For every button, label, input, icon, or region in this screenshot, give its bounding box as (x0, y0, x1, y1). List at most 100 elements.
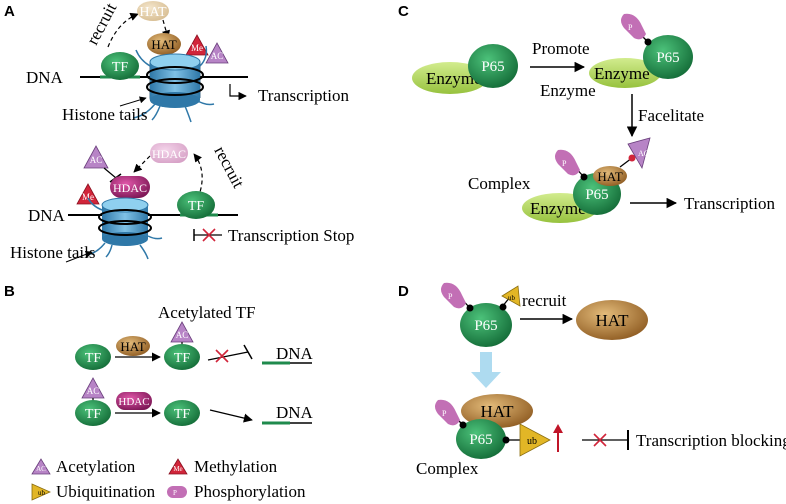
acetyl-triangle (205, 42, 229, 64)
hat-faded-label: HAT (139, 5, 167, 20)
b-cross (215, 349, 229, 363)
block-cross (593, 433, 607, 447)
panel-label-b: B (4, 283, 15, 300)
hat-c-label: HAT (597, 169, 622, 184)
recruit-d-label: recruit (522, 291, 567, 310)
transcription-label: Transcription (258, 86, 349, 105)
legend-ub-icon (31, 483, 51, 501)
methyl-triangle-2 (76, 183, 100, 205)
enzyme-c1-label: Enzyme (426, 69, 482, 88)
p65-d2-label: P65 (469, 432, 492, 448)
histone-pointer (119, 96, 147, 107)
svg-text:P: P (173, 489, 177, 497)
hat-faded-shape (137, 1, 169, 21)
acetyl-c3 (627, 137, 651, 170)
panel-label-a: A (4, 3, 15, 20)
recruit-label-2: recruit (210, 143, 248, 191)
p65-d2 (456, 419, 506, 459)
recruit-arrow-2 (193, 153, 203, 199)
p65-c1-label: P65 (481, 59, 504, 75)
tf-b2 (164, 344, 200, 370)
enzyme-c2-label: Enzyme (594, 64, 650, 83)
hdac-faded-shape (150, 143, 188, 163)
histone-tails-label: Histone tails (62, 105, 147, 124)
hat-b-label: HAT (120, 339, 145, 354)
enzyme-c3-label: Enzyme (530, 199, 586, 218)
recruit-label: recruit (83, 0, 121, 48)
panel-a-activation: DNA recruit HAT TF HAT Me AC Hi (26, 0, 349, 124)
panel-label-d: D (398, 283, 409, 300)
acetyl-b1-label: AC (176, 330, 189, 340)
recruit-arrow (107, 12, 139, 48)
ub-d2 (519, 423, 551, 457)
legend-acetyl-icon (31, 458, 51, 475)
facelitate-label: Facelitate (638, 106, 704, 125)
p65-c3-label: P65 (585, 187, 608, 203)
b-dna-2-label: DNA (276, 403, 314, 422)
hat-d1-label: HAT (595, 311, 629, 330)
transcription-stop-label: Transcription Stop (228, 226, 354, 245)
dna-label: DNA (26, 68, 64, 87)
b-inhibit-line (207, 351, 249, 361)
legend: AC Acetylation Me Methylation ub Ubiquit… (31, 457, 306, 501)
hat-c (593, 166, 627, 186)
legend-methylation: Methylation (194, 457, 278, 476)
legend-phospho-icon (167, 486, 187, 498)
svg-text:ub: ub (527, 436, 537, 447)
tf-b1 (75, 344, 111, 370)
svg-text:P: P (628, 23, 633, 32)
legend-acetylation: Acetylation (56, 457, 136, 476)
dna-label-2: DNA (28, 206, 66, 225)
enzyme-c2 (589, 58, 661, 88)
transcription-blocking-label: Transcription blocking (636, 431, 786, 450)
ub-d1 (501, 285, 521, 307)
svg-text:AC: AC (36, 465, 46, 473)
methyl-label: Me (191, 43, 203, 53)
svg-text:P: P (442, 409, 447, 418)
hdac-b (116, 392, 152, 410)
acetyl-b2-label: AC (87, 386, 100, 396)
hat-d1 (576, 300, 648, 340)
tf-b2-label: TF (174, 351, 191, 366)
svg-text:ub: ub (508, 294, 516, 302)
svg-text:ub: ub (38, 489, 46, 497)
methyl-triangle (185, 34, 209, 56)
tf-b3 (75, 400, 111, 426)
hdac-b-label: HDAC (118, 396, 149, 408)
hdac-label: HDAC (113, 181, 147, 195)
b-arrow-3 (209, 409, 253, 423)
acetyl-label: AC (211, 51, 224, 61)
legend-methyl-icon (168, 458, 188, 475)
histone-tails-label-2: Histone tails (10, 243, 95, 262)
tf-shape-2 (177, 191, 215, 219)
tf-label: TF (112, 60, 129, 75)
p65-c1 (468, 44, 518, 88)
hat-d2-label: HAT (480, 402, 514, 421)
svg-text:AC: AC (638, 149, 649, 158)
transcription-c-label: Transcription (684, 194, 775, 213)
tf-b4-label: TF (174, 407, 191, 422)
tf-shape (101, 52, 139, 80)
nucleosome (132, 45, 215, 123)
methyl-label-2: Me (82, 192, 94, 202)
b-inhibit-bar (243, 344, 253, 360)
tf-label-2: TF (188, 199, 205, 214)
stop-cross (202, 228, 216, 242)
nucleosome-2 (86, 197, 163, 260)
p65-c2 (643, 35, 693, 79)
b-dna-1-label: DNA (276, 344, 314, 363)
promote-label: Promote (532, 39, 590, 58)
hdac-shape (110, 176, 150, 198)
hdac-move-arrow (133, 155, 151, 173)
tf-b4 (164, 400, 200, 426)
panel-b: Acetylated TF TF HAT AC TF DNA AC TF HDA… (75, 303, 314, 426)
complex-c-label: Complex (468, 174, 531, 193)
tf-b3-label: TF (85, 407, 102, 422)
hat-b (116, 336, 150, 356)
svg-text:P: P (448, 292, 453, 301)
acetyl-label-2: AC (90, 155, 103, 165)
panel-d: P65 P ub recruit HAT HAT P65 P ub Comple… (416, 282, 786, 478)
hat-shape (147, 33, 181, 55)
tf-b1-label: TF (85, 351, 102, 366)
hdac-faded-label: HDAC (152, 147, 186, 161)
